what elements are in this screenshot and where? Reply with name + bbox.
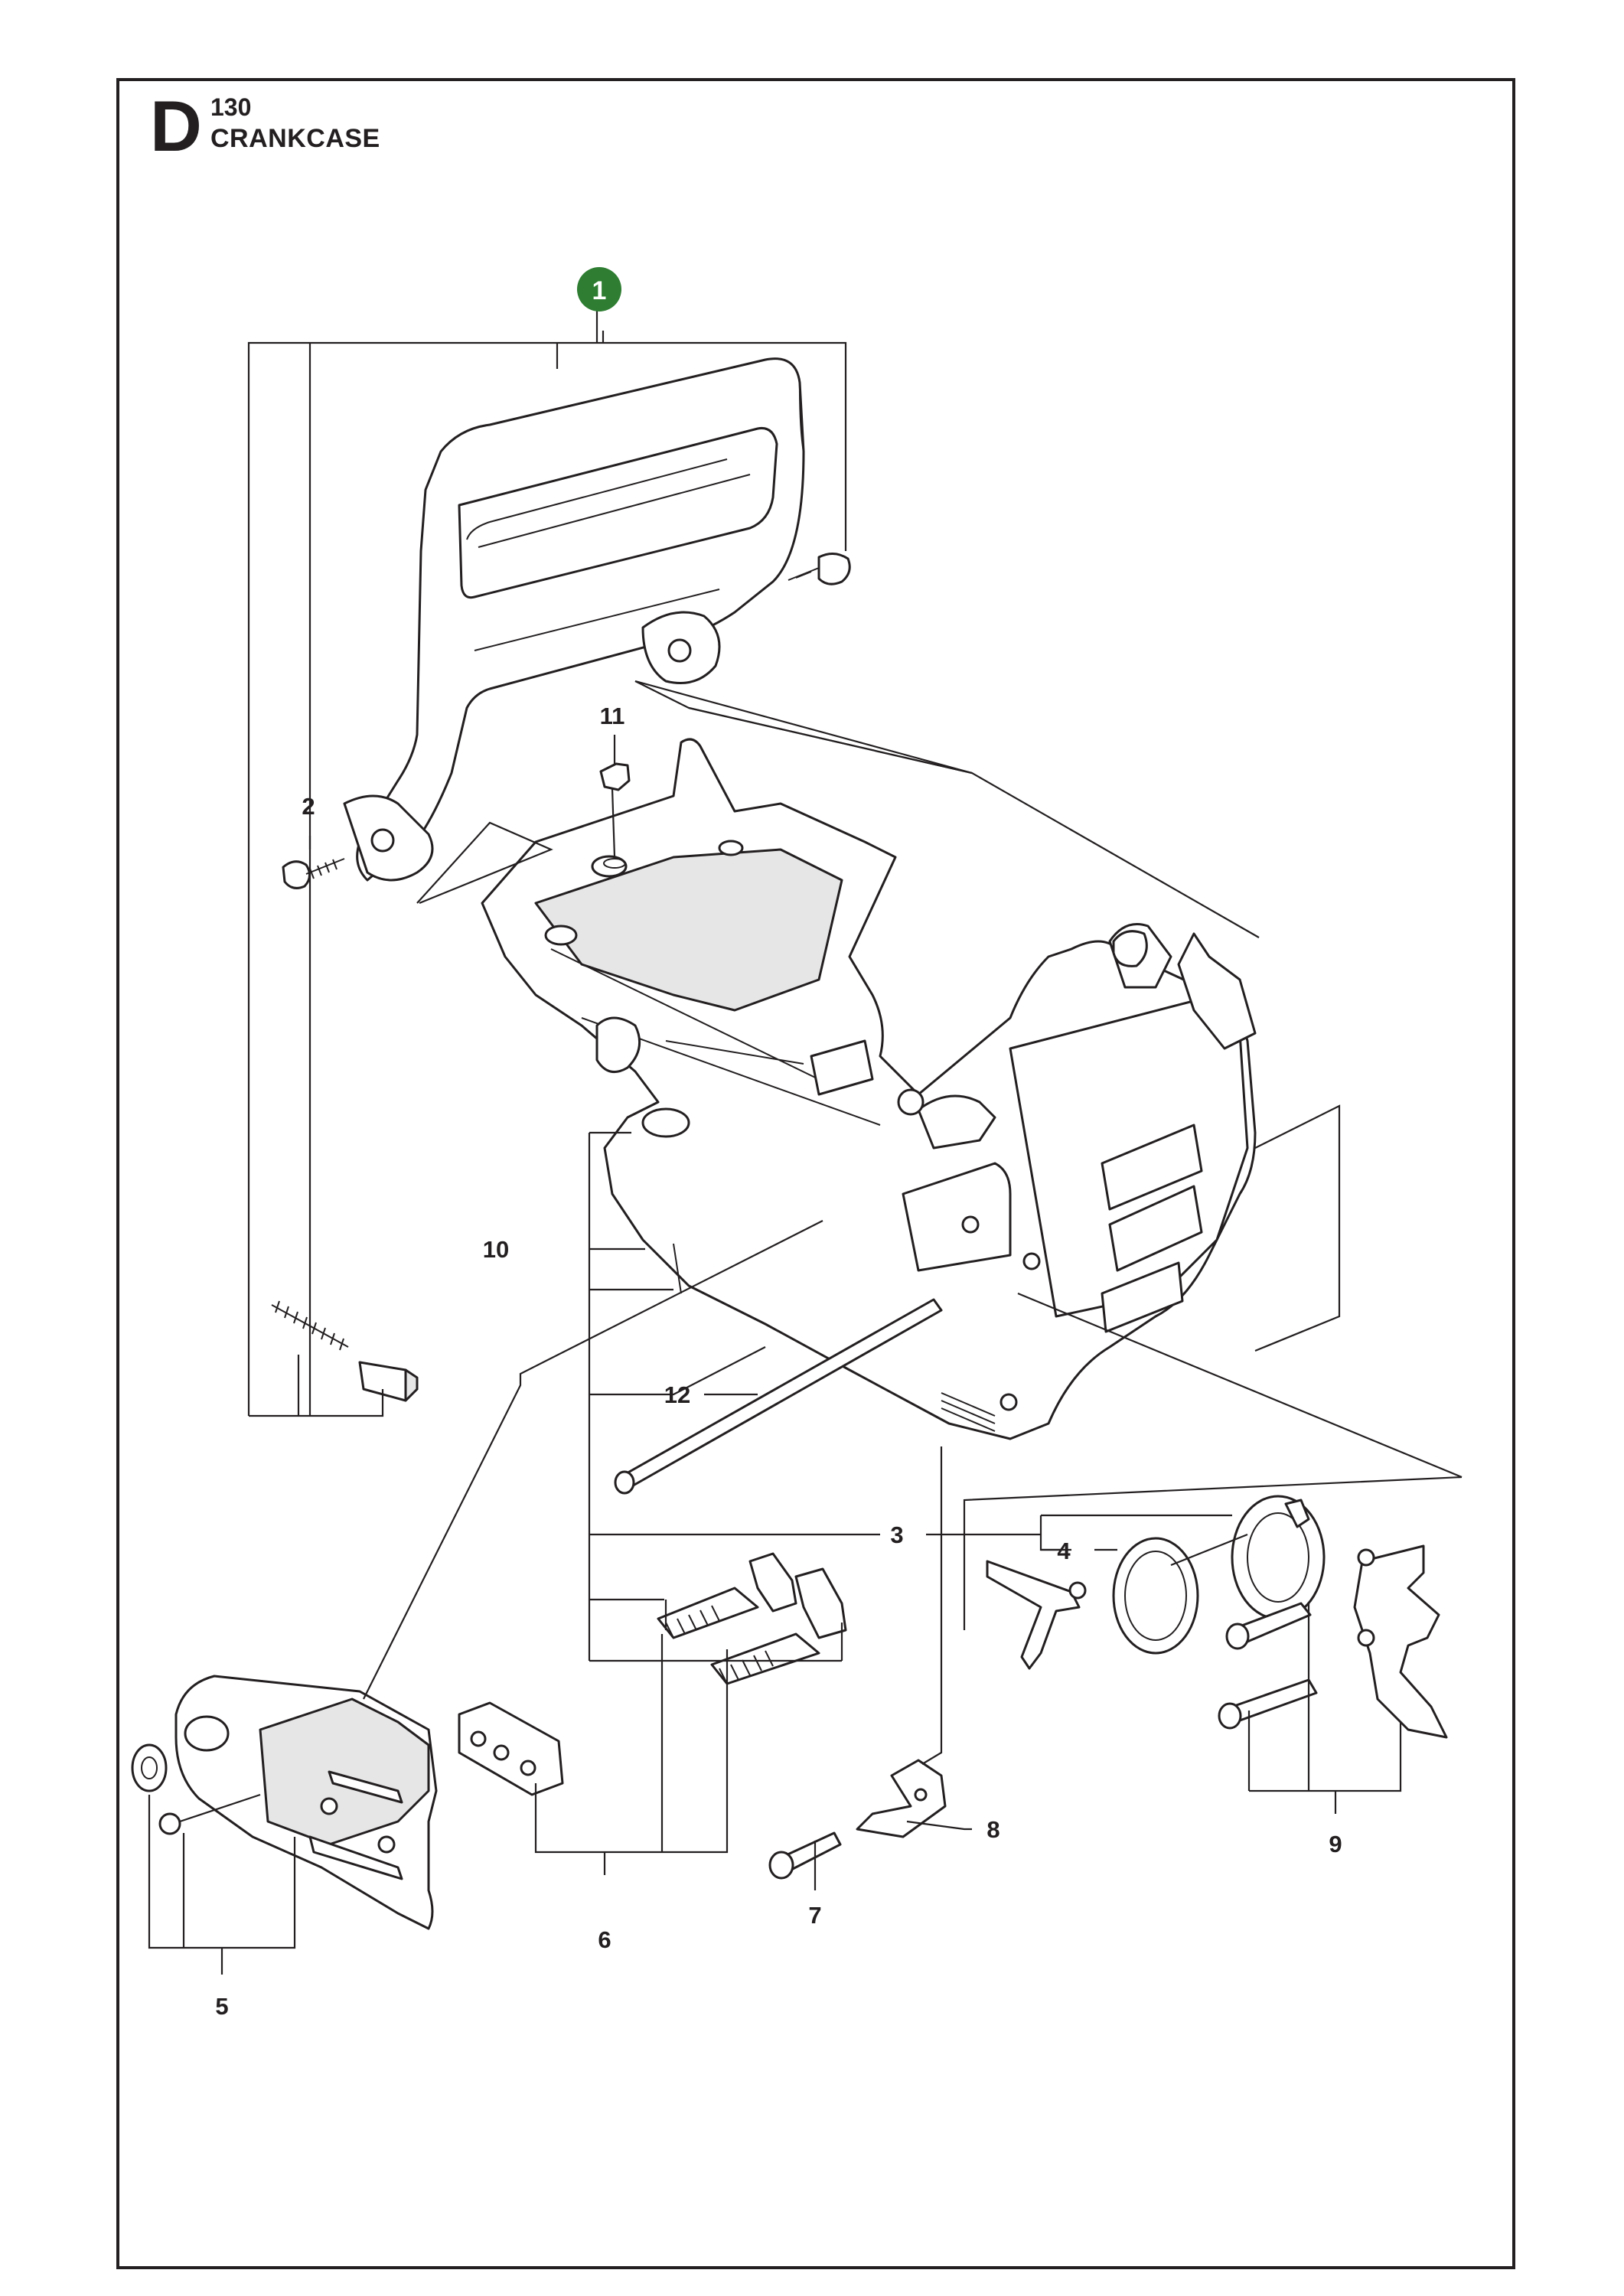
nut-bar-part-6 <box>458 1701 564 1796</box>
oil-pump-part-4 <box>986 1495 1326 1670</box>
screw-part-7 <box>768 1831 842 1880</box>
callout-label-2[interactable]: 2 <box>302 793 315 820</box>
callout-badge-1[interactable]: 1 <box>577 267 621 311</box>
crankcase-body-part <box>481 738 1257 1440</box>
leader-lines <box>148 310 1463 1975</box>
callout-label-4[interactable]: 4 <box>1057 1538 1071 1564</box>
clutch-cover-part-5 <box>131 1675 438 1930</box>
callout-label-5[interactable]: 5 <box>215 1993 228 2020</box>
crankcase-outline-lines <box>416 680 1341 1352</box>
callout-label-12[interactable]: 12 <box>664 1381 690 1408</box>
plug-part-11 <box>599 762 631 869</box>
callout-label-7[interactable]: 7 <box>808 1902 821 1929</box>
page-frame <box>116 78 1515 2269</box>
callout-label-11[interactable]: 11 <box>600 703 625 729</box>
front-handle-part <box>282 357 851 889</box>
rod-part-12 <box>614 1298 943 1495</box>
spring-and-pad-part <box>271 1243 682 1402</box>
section-letter: D <box>150 86 202 166</box>
callout-label-10[interactable]: 10 <box>483 1236 509 1263</box>
section-number: 130 <box>210 93 252 121</box>
clip-part-8 <box>856 1759 947 1838</box>
section-title: CRANKCASE <box>210 124 380 153</box>
highlight-badge <box>577 267 621 311</box>
bracket-part-9 <box>1218 1544 1448 1739</box>
callout-label-8[interactable]: 8 <box>986 1816 1000 1843</box>
callout-label-3[interactable]: 3 <box>890 1521 903 1548</box>
bolts-part-6 <box>657 1552 847 1685</box>
callout-label-9[interactable]: 9 <box>1329 1831 1342 1857</box>
callout-label-1: 1 <box>592 276 607 305</box>
callout-label-6[interactable]: 6 <box>598 1926 611 1953</box>
